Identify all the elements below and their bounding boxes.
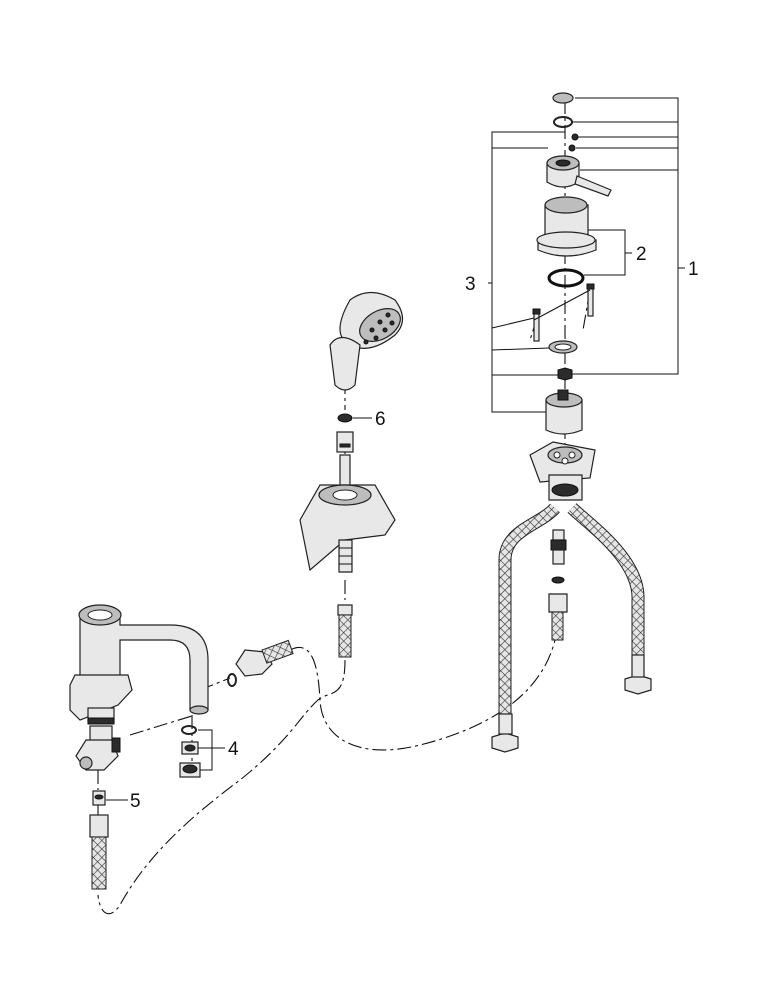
callout-4: 4 xyxy=(228,739,239,760)
callout-2: 2 xyxy=(636,244,647,265)
spout-hose-nut xyxy=(89,814,109,838)
o-ring-top xyxy=(553,116,573,128)
hose-nut-left xyxy=(491,732,519,753)
grub-screw xyxy=(571,133,579,141)
hose-nut-right xyxy=(624,674,652,695)
cartridge xyxy=(545,389,583,435)
hand-shower-head xyxy=(329,291,404,391)
retaining-ring-inner xyxy=(554,343,572,351)
fixing-screws xyxy=(532,283,595,342)
washer-6 xyxy=(337,413,353,423)
hand-shower-assembly xyxy=(299,291,404,658)
center-connector xyxy=(548,529,568,641)
aerator-washer xyxy=(181,725,197,735)
escutcheon-sleeve xyxy=(536,196,597,257)
mixer-cartridge-assembly xyxy=(491,92,652,753)
mounting-base xyxy=(529,441,596,501)
callout-1: 1 xyxy=(688,259,699,280)
washer-spout xyxy=(227,673,237,687)
shower-mount-plate xyxy=(299,484,396,572)
cap-button xyxy=(552,92,574,104)
spout-mount-plate xyxy=(69,674,133,721)
callout-3: 3 xyxy=(465,274,476,295)
spout-assembly xyxy=(69,604,294,890)
callout-6: 6 xyxy=(375,409,386,430)
o-ring-large xyxy=(547,268,585,288)
leader-lines xyxy=(106,97,685,801)
hose-connector xyxy=(336,431,354,453)
spout-valve-body xyxy=(75,707,121,771)
lever-handle xyxy=(546,155,612,197)
pin xyxy=(568,144,576,152)
callout-5: 5 xyxy=(130,791,141,812)
nut xyxy=(557,367,573,381)
